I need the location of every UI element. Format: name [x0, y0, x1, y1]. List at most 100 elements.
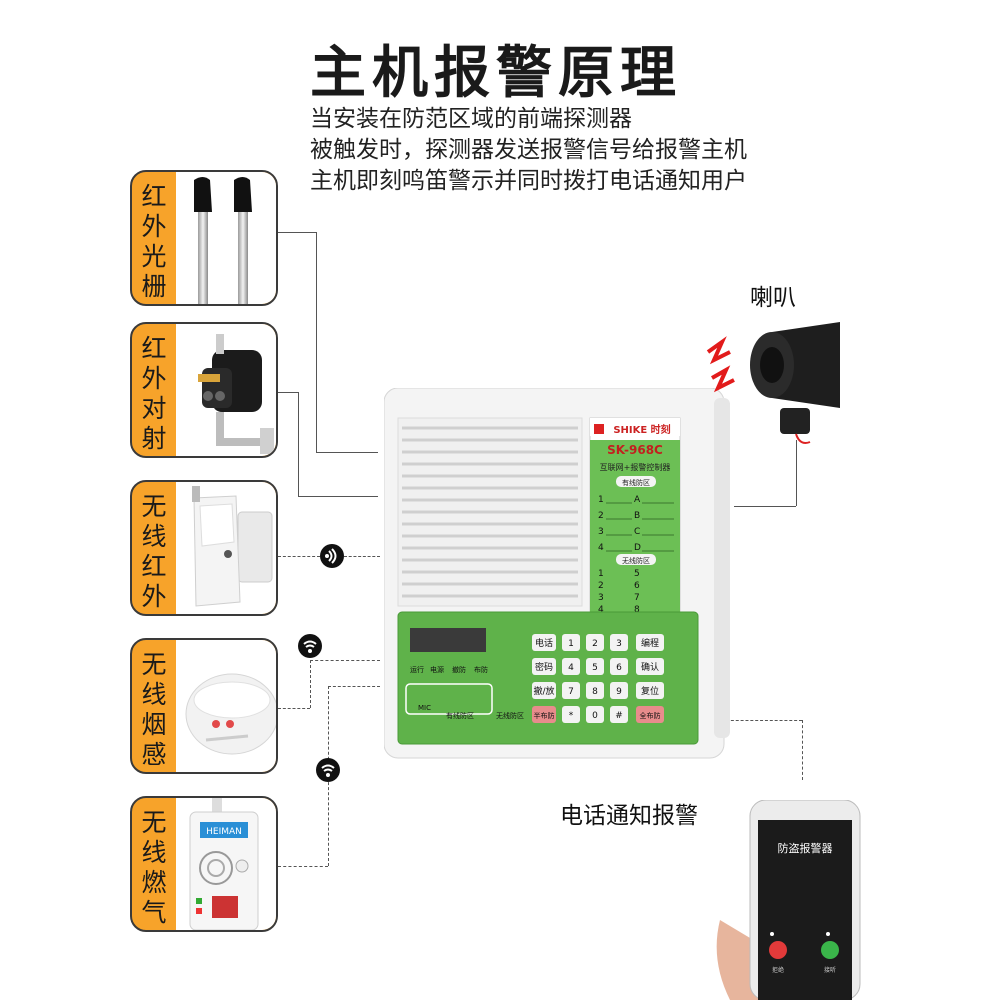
wired-zone-num: 4 — [598, 543, 604, 553]
wired-zone-letter: A — [634, 495, 641, 505]
key-label: # — [615, 711, 623, 721]
device-subtitle: 互联网+报警控制器 — [600, 462, 671, 472]
wire-fence-h1 — [278, 392, 298, 393]
wired-zone-num: 3 — [598, 527, 604, 537]
wireless-zone-num: 1 — [598, 569, 604, 579]
wireless-zone-num2: 7 — [634, 593, 640, 603]
wire-speaker-v — [796, 440, 797, 506]
key-label: 4 — [568, 663, 574, 673]
phone-screen-title: 防盗报警器 — [778, 841, 833, 855]
key-label: 密码 — [535, 661, 553, 673]
wired-zone-num: 2 — [598, 511, 604, 521]
key-button[interactable] — [562, 706, 580, 723]
key-button[interactable] — [636, 706, 664, 723]
key-label: 0 — [592, 711, 598, 721]
page-title: 主机报警原理 — [310, 41, 682, 106]
key-label: 确认 — [641, 661, 659, 673]
wired-zone-num: 1 — [598, 495, 604, 505]
link-smoke-h1 — [278, 708, 310, 709]
detector-card-smoke: 无线烟感 — [130, 638, 278, 774]
wired-zone-letter: B — [634, 511, 640, 521]
speaker-grille — [397, 417, 583, 607]
infrared-beam-icon — [176, 172, 276, 304]
key-label: 5 — [592, 663, 598, 673]
key-label: 撤/放 — [533, 685, 554, 697]
device-brand: SHIKE 时刻 — [613, 423, 670, 436]
link-smoke-v — [310, 660, 311, 708]
wireless-signal-icon — [320, 544, 344, 568]
wireless-zone-num: 3 — [598, 593, 604, 603]
keypad-row-2: 密码 4 5 6 确认 — [532, 658, 664, 675]
wireless-zone-num2: 8 — [634, 605, 640, 615]
key-button[interactable] — [636, 658, 664, 675]
decline-call-button[interactable] — [769, 941, 787, 959]
key-button[interactable] — [532, 682, 556, 699]
keypad-row-3: 撤/放 7 8 9 复位 — [532, 682, 664, 699]
keypad-row-1: 电话 1 2 3 编程 — [532, 634, 664, 651]
key-button[interactable] — [586, 634, 604, 651]
decline-label: 拒绝 — [772, 966, 784, 974]
detector-card-wireless-pir: 无线红外 — [130, 480, 278, 616]
detector-label: 红外对射 — [141, 334, 167, 453]
alarm-host: SHIKE 时刻 SK-968C 互联网+报警控制器 有线防区 1 A 2 B … — [383, 387, 734, 768]
device-model: SK-968C — [607, 443, 663, 457]
key-button[interactable] — [532, 706, 556, 723]
description: 当安装在防范区域的前端探测器 被触发时，探测器发送报警信号给报警主机 主机即刻鸣… — [310, 104, 747, 197]
wireless-zone-num: 2 — [598, 581, 604, 591]
description-line-3: 主机即刻鸣笛警示并同时拨打电话通知用户 — [310, 168, 747, 194]
key-label: 2 — [592, 639, 598, 649]
phone-label: 电话通知报警 — [560, 803, 698, 829]
key-button[interactable] — [586, 706, 604, 723]
key-label: 6 — [616, 663, 622, 673]
key-label: 复位 — [641, 685, 659, 697]
link-phone-v — [802, 720, 803, 780]
key-label: 9 — [616, 687, 622, 697]
key-label: 编程 — [641, 637, 659, 649]
indicator-label: 布防 — [474, 665, 488, 674]
wire-beam-h1 — [278, 232, 316, 233]
gas-detector-icon: HEIMAN — [176, 798, 276, 930]
link-gas-h1 — [278, 866, 328, 867]
wireless-signal-icon — [316, 758, 340, 782]
mic-label: MIC — [418, 704, 431, 712]
detector-label: 无线燃气 — [141, 808, 167, 927]
key-button[interactable] — [610, 682, 628, 699]
key-button[interactable] — [610, 658, 628, 675]
key-button[interactable] — [532, 658, 556, 675]
indicator-label: 运行 — [410, 665, 424, 674]
indicator-label: 电源 — [430, 665, 444, 674]
wireless-zone-num2: 5 — [634, 569, 640, 579]
wired-zone-title: 有线防区 — [622, 478, 650, 487]
key-button[interactable] — [586, 658, 604, 675]
detector-label: 红外光栅 — [141, 182, 167, 301]
key-button[interactable] — [562, 658, 580, 675]
indicator-label: 撤防 — [452, 665, 466, 674]
detector-card-gas: 无线燃气 HEIMAN — [130, 796, 278, 932]
detector-card-infrared-beam: 红外光栅 — [130, 170, 278, 306]
key-button[interactable] — [532, 634, 556, 651]
link-smoke-h2 — [310, 660, 380, 661]
gas-brand: HEIMAN — [206, 827, 242, 837]
description-line-2: 被触发时，探测器发送报警信号给报警主机 — [310, 137, 747, 163]
key-button[interactable] — [562, 682, 580, 699]
keypad-row-4: 半布防 * 0 # 全布防 — [532, 706, 664, 723]
accept-call-button[interactable] — [821, 941, 839, 959]
wireless-pir-icon — [176, 482, 276, 614]
wireless-signal-icon — [298, 634, 322, 658]
wire-fence-h2 — [298, 496, 378, 497]
link-pir-h2 — [344, 556, 380, 557]
key-button[interactable] — [610, 634, 628, 651]
detector-label: 无线烟感 — [141, 650, 167, 769]
key-button[interactable] — [562, 634, 580, 651]
wire-beam-v — [316, 232, 317, 452]
wireless-zone-title: 无线防区 — [622, 556, 650, 565]
key-label: 1 — [568, 639, 574, 649]
key-button[interactable] — [636, 682, 664, 699]
key-button[interactable] — [586, 682, 604, 699]
key-button[interactable] — [610, 706, 628, 723]
key-button[interactable] — [636, 634, 664, 651]
key-label: 半布防 — [534, 711, 555, 720]
wire-speaker-h — [734, 506, 796, 507]
key-label: 8 — [592, 687, 598, 697]
link-pir-h1 — [278, 556, 320, 557]
